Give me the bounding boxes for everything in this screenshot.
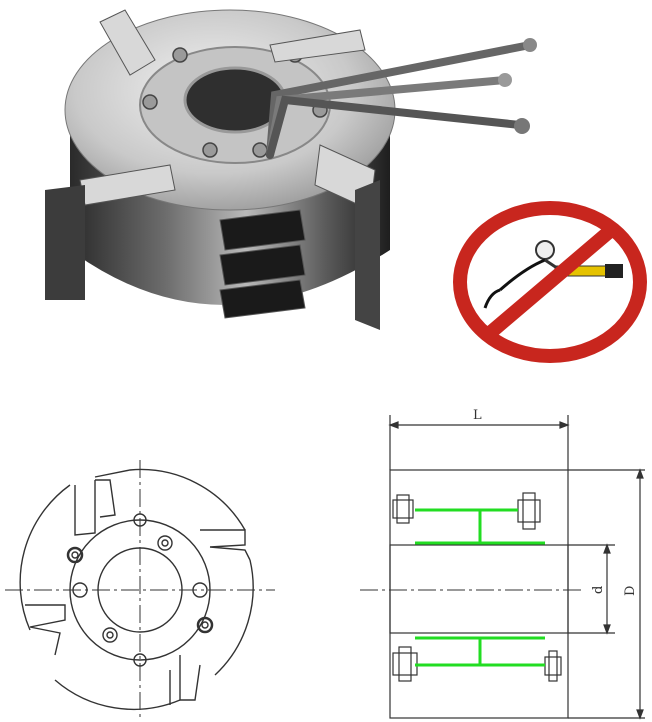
knife-seat-bottom — [169, 655, 201, 705]
center-lines — [5, 460, 275, 720]
hydro-channels — [415, 508, 545, 667]
body-section — [389, 469, 569, 719]
outer-contour — [19, 468, 254, 710]
label-d: d — [591, 586, 606, 594]
front-view-drawing — [5, 460, 275, 720]
bore-section — [389, 544, 569, 634]
knife-seat-top — [74, 479, 116, 536]
knife-side-left — [45, 185, 85, 300]
tool-head-photo — [45, 9, 537, 330]
knife-seat-right — [200, 529, 251, 561]
chip-flutes — [219, 209, 306, 319]
no-hydraulic-clamping-icon — [453, 201, 647, 363]
knife-blades — [79, 9, 376, 211]
section-view-drawing: L d D — [360, 408, 645, 720]
dimension-line-L — [389, 415, 569, 470]
dimension-line-D — [568, 469, 645, 719]
knife-seat-left — [25, 604, 66, 656]
label-D: D — [623, 586, 638, 596]
hex-keys — [266, 38, 537, 159]
knife-side-right — [355, 180, 380, 330]
label-L: L — [473, 408, 482, 423]
